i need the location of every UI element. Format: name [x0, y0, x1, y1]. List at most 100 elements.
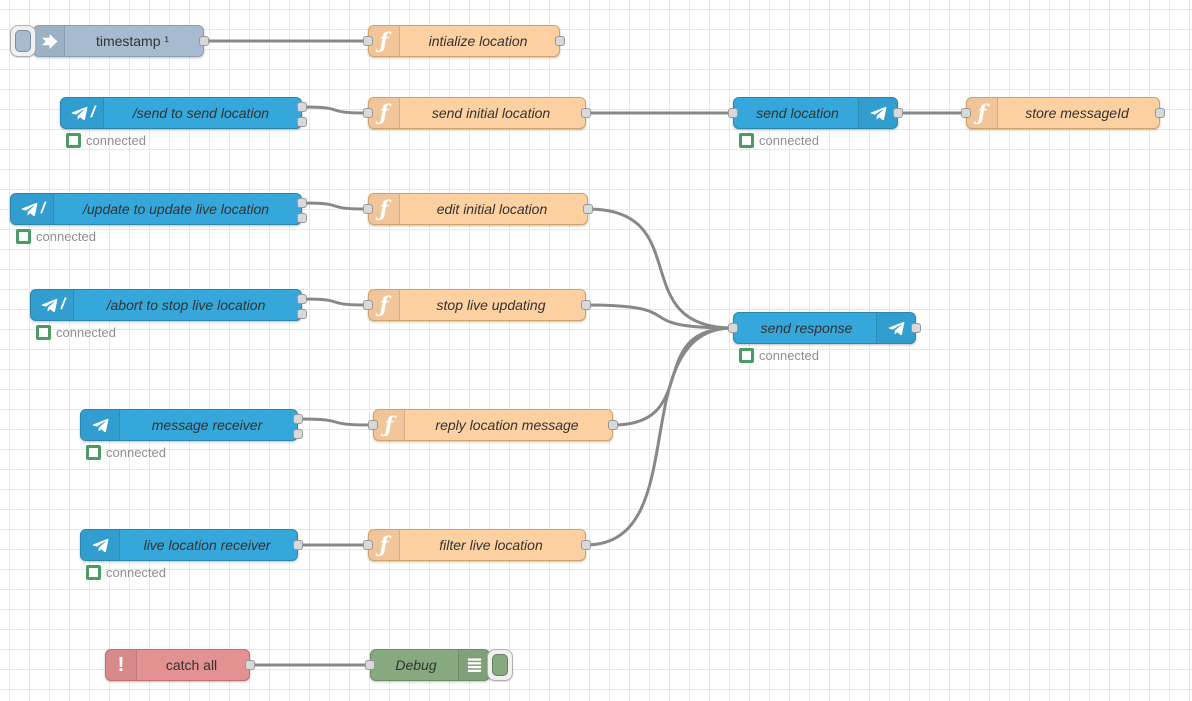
status-dot-icon [16, 229, 31, 244]
output-port[interactable] [297, 101, 307, 112]
wire[interactable] [296, 417, 375, 427]
output-port[interactable] [297, 308, 307, 319]
icon-strip: ƒ [369, 290, 400, 320]
node-func-store-messageid[interactable]: ƒ store messageId [961, 97, 1165, 129]
node-tg-send-response[interactable]: send response [728, 312, 921, 344]
input-port[interactable] [363, 35, 373, 46]
function-icon: ƒ [384, 411, 394, 437]
icon-strip: ƒ [967, 98, 998, 128]
node-label: send location [756, 105, 839, 121]
input-port[interactable] [368, 419, 378, 430]
node-inject-timestamp[interactable]: timestamp ¹ [33, 25, 209, 57]
node-cmd-abort[interactable]: / /abort to stop live location [30, 289, 307, 321]
wire[interactable] [584, 326, 735, 547]
inject-button[interactable] [10, 25, 36, 57]
input-port[interactable] [363, 107, 373, 118]
node-label: message receiver [151, 417, 263, 433]
input-port[interactable] [363, 539, 373, 550]
node-func-initialize[interactable]: ƒ intialize location [363, 25, 565, 57]
output-port[interactable] [293, 428, 303, 439]
node-func-stop-live[interactable]: ƒ stop live updating [363, 289, 591, 321]
output-port[interactable] [583, 203, 593, 214]
output-port[interactable] [297, 293, 307, 304]
wire[interactable] [300, 201, 370, 211]
node-cmd-update[interactable]: / /update to update live location [10, 193, 307, 225]
output-port[interactable] [245, 659, 255, 670]
debug-toggle-button[interactable] [487, 649, 513, 681]
status-text: connected [36, 229, 96, 244]
input-port[interactable] [961, 107, 971, 118]
input-port[interactable] [365, 659, 375, 670]
node-label: filter live location [439, 537, 543, 553]
node-status: connected [86, 565, 166, 580]
input-port[interactable] [363, 203, 373, 214]
node-status: connected [86, 445, 166, 460]
node-func-send-initial[interactable]: ƒ send initial location [363, 97, 591, 129]
node-status: connected [739, 348, 819, 363]
node-label: Debug [395, 657, 437, 673]
inject-arrow-icon [41, 33, 58, 50]
icon-strip [81, 530, 120, 560]
node-tg-message-receiver[interactable]: message receiver [80, 409, 303, 441]
output-port[interactable] [581, 107, 591, 118]
status-dot-icon [36, 325, 51, 340]
node-label: live location receiver [143, 537, 271, 553]
output-port[interactable] [293, 413, 303, 424]
node-tg-live-receiver[interactable]: live location receiver [80, 529, 303, 561]
icon-strip [34, 26, 65, 56]
status-text: connected [106, 565, 166, 580]
telegram-command-icon: / [19, 199, 45, 220]
status-text: connected [759, 348, 819, 363]
wire[interactable] [300, 105, 370, 115]
node-label: send initial location [431, 105, 551, 121]
input-port[interactable] [728, 322, 738, 333]
output-port[interactable] [199, 35, 209, 46]
status-text: connected [106, 445, 166, 460]
node-label: /send to send location [132, 105, 270, 121]
wire[interactable] [586, 207, 735, 330]
output-port[interactable] [297, 197, 307, 208]
status-dot-icon [86, 565, 101, 580]
debug-list-icon [467, 657, 482, 673]
icon-strip [876, 313, 915, 343]
status-dot-icon [86, 445, 101, 460]
icon-strip: / [31, 290, 74, 320]
input-port[interactable] [363, 299, 373, 310]
function-icon: ƒ [379, 291, 389, 317]
telegram-plane-icon [90, 415, 111, 436]
node-label: stop live updating [436, 297, 546, 313]
output-port[interactable] [893, 107, 903, 118]
node-label: send response [760, 320, 853, 336]
icon-strip [458, 650, 489, 680]
node-cmd-send[interactable]: //send to send location [60, 97, 307, 129]
output-port[interactable] [581, 299, 591, 310]
node-label: timestamp ¹ [95, 33, 170, 49]
output-port[interactable] [297, 116, 307, 127]
wire[interactable] [584, 303, 735, 330]
node-label: /abort to stop live location [106, 297, 266, 313]
output-port[interactable] [1155, 107, 1165, 118]
output-port[interactable] [581, 539, 591, 550]
node-tg-send-location[interactable]: send location [728, 97, 903, 129]
output-port[interactable] [297, 212, 307, 223]
icon-strip: ƒ [369, 26, 400, 56]
node-catch-all[interactable]: !catch all [105, 649, 255, 681]
node-label: intialize location [428, 33, 528, 49]
node-label: store messageId [1025, 105, 1129, 121]
output-port[interactable] [555, 35, 565, 46]
input-port[interactable] [728, 107, 738, 118]
wire[interactable] [300, 297, 370, 307]
node-label: /update to update live location [82, 201, 270, 217]
node-debug[interactable]: Debug [365, 649, 490, 681]
icon-strip: ƒ [369, 98, 400, 128]
status-text: connected [86, 133, 146, 148]
output-port[interactable] [911, 322, 921, 333]
telegram-plane-icon [90, 535, 111, 556]
status-text: connected [56, 325, 116, 340]
output-port[interactable] [608, 419, 618, 430]
output-port[interactable] [293, 539, 303, 550]
